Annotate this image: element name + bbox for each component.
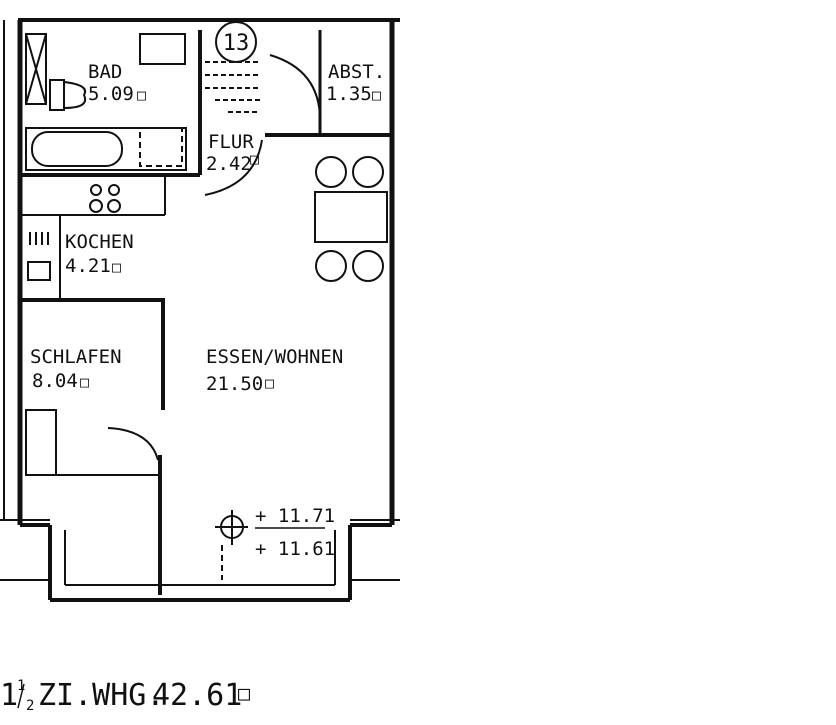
room-area-abst: 1.35 [326, 83, 372, 105]
summary-total-area: 42.61 [152, 678, 242, 713]
area-unit-abst: □ [372, 86, 381, 104]
summary-fraction-denominator: 2 [26, 698, 34, 714]
walls [0, 18, 400, 602]
room-area-schlafen: 8.04 [32, 370, 78, 392]
elevation-lower: + 11.61 [255, 538, 335, 560]
unit-number: 13 [223, 31, 250, 56]
room-name-kochen: KOCHEN [65, 231, 134, 253]
area-unit-kochen: □ [112, 258, 121, 276]
area-unit-flur: □ [250, 150, 259, 168]
unit-badge: 13 [215, 21, 257, 63]
area-unit-bad: □ [137, 86, 146, 104]
room-area-essen-wohnen: 21.50 [206, 373, 263, 395]
room-name-flur: FLUR [208, 131, 254, 153]
area-unit-schlafen: □ [80, 373, 89, 391]
summary-label: ZI.WHG. [38, 678, 164, 713]
room-area-bad: 5.09 [88, 83, 134, 105]
room-name-abst: ABST. [328, 61, 385, 83]
apartment-summary: 1 1 2 ZI.WHG. 42.61 □ [0, 678, 250, 714]
room-name-essen-wohnen: ESSEN/WOHNEN [206, 346, 343, 368]
room-name-schlafen: SCHLAFEN [30, 346, 122, 368]
elevation-upper: + 11.71 [255, 505, 335, 527]
room-area-flur: 2.42 [206, 153, 252, 175]
summary-fraction-whole: 1 [0, 678, 18, 713]
area-unit-essen-wohnen: □ [265, 374, 274, 392]
fixtures [25, 33, 388, 580]
room-name-bad: BAD [88, 61, 122, 83]
summary-area-unit: □ [238, 681, 250, 705]
room-area-kochen: 4.21 [65, 255, 111, 277]
summary-fraction-numerator: 1 [17, 678, 25, 694]
